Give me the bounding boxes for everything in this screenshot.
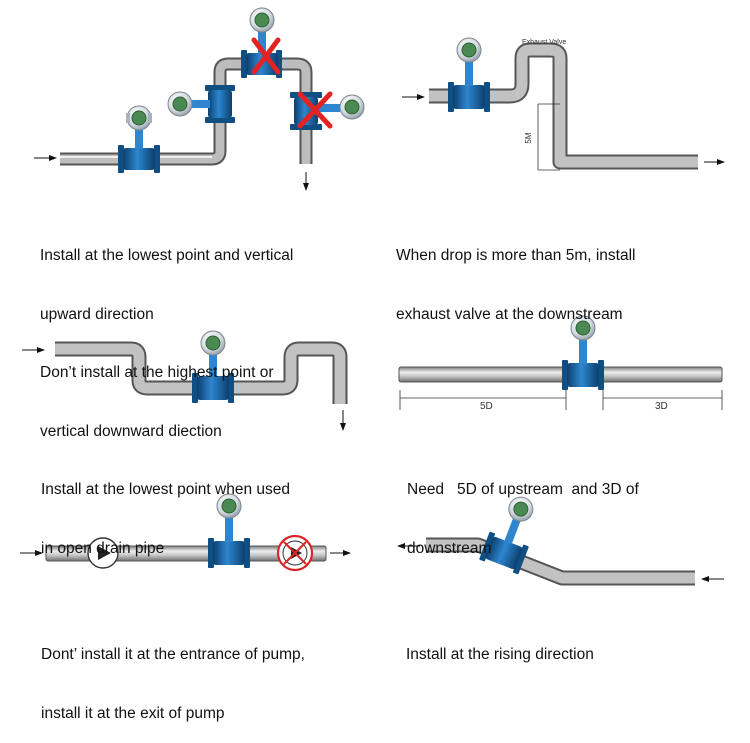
caption-line: vertical downward diection [40,422,222,440]
flowmeter-vertical [167,85,235,123]
caption-lowest-point: Install at the lowest point and vertical… [40,207,293,461]
caption-line: exhaust valve at the downstream [396,305,623,323]
caption-line: in open drain pipe [41,539,165,557]
panel-open-drain [22,330,348,431]
wrong-x-icon [297,91,333,129]
installation-diagram: Exhaust Valve 5M [20,7,725,586]
caption-straight-pipe: Need 5D of upstream and 3D of downstream [407,441,639,578]
caption-line: downstream [407,539,492,557]
flowmeter-down-wrong [290,91,365,130]
panel-straight-pipe: 5D 3D [398,315,723,412]
upstream-label: 5D [480,401,493,412]
caption-pump: Dont’ install it at the entrance of pump… [41,606,305,743]
downstream-label: 3D [655,401,668,412]
caption-exhaust-valve: When drop is more than 5m, install exhau… [396,207,636,344]
flowmeter [192,330,234,403]
caption-line: When drop is more than 5m, install [396,247,636,264]
flowmeter [479,496,534,575]
flowmeter [448,37,490,112]
caption-line: Install at the lowest point and vertical [40,247,294,264]
wrong-x-icon [251,37,281,75]
drop-label: 5M [524,132,533,143]
panel-exhaust-valve: Exhaust Valve 5M [402,37,725,171]
valve-label: Exhaust Valve [522,39,566,46]
caption-line: Install at the rising direction [406,646,594,663]
caption-line: Need 5D of upstream and 3D of [407,481,639,498]
panel-rising [397,496,724,586]
caption-open-drain: Install at the lowest point when used in… [41,441,290,578]
pump-icon [87,537,119,569]
caption-line: install it at the exit of pump [41,704,225,722]
caption-rising: Install at the rising direction [406,606,594,684]
flowmeter-top-wrong [241,7,282,78]
panel-pump [20,493,351,572]
flowmeter [562,315,604,390]
flowmeter [208,493,250,568]
pipe-highlight [60,59,311,164]
caption-line: upward direction [40,305,154,323]
caption-line: Install at the lowest point when used [41,481,291,498]
caption-line: Dont’ install it at the entrance of pump… [41,646,305,663]
caption-line: Don’t install at the highest point or [40,364,274,381]
pump-icon-wrong [276,534,314,572]
pipe [398,366,723,383]
panel-lowest-point [34,7,365,191]
flowmeter [118,105,160,173]
